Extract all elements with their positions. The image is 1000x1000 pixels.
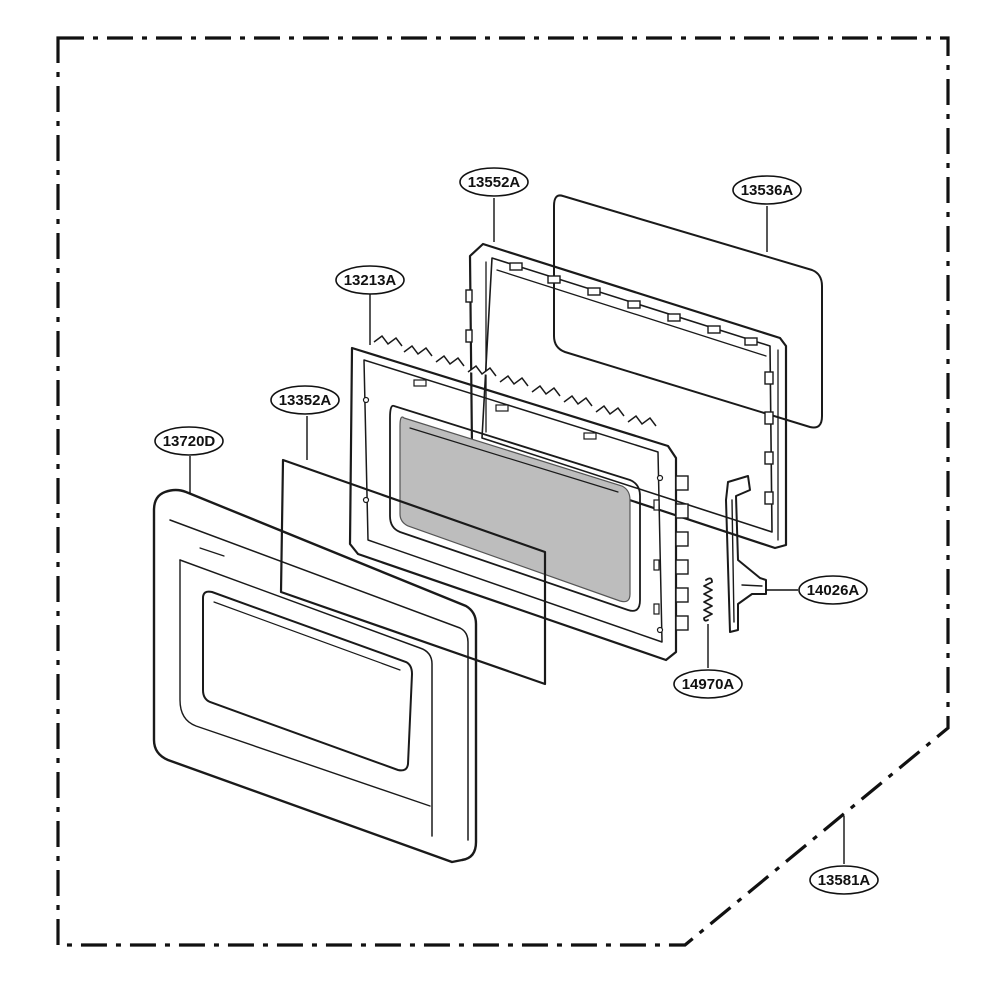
door-assembly-side-tabs: [675, 475, 689, 631]
part-label-13552A: 13552A: [459, 167, 529, 197]
door-assembly-slots: [362, 379, 664, 634]
svg-text:13536A: 13536A: [741, 182, 794, 199]
svg-text:13581A: 13581A: [818, 872, 871, 889]
svg-text:14970A: 14970A: [682, 676, 735, 693]
latch-part: [725, 475, 767, 633]
svg-text:14026A: 14026A: [807, 582, 860, 599]
door-assembly-top-teeth: [373, 334, 657, 427]
door-window-glass: [399, 416, 631, 603]
part-label-13352A: 13352A: [270, 385, 340, 415]
svg-text:13552A: 13552A: [468, 174, 521, 191]
part-label-14026A: 14026A: [798, 575, 868, 605]
assembly-boundary: [56, 36, 950, 947]
part-label-13213A: 13213A: [335, 265, 405, 295]
part-label-14970A: 14970A: [673, 669, 743, 699]
svg-text:13213A: 13213A: [344, 272, 397, 289]
part-label-13720D: 13720D: [154, 426, 224, 456]
door-screen-part: [553, 194, 823, 429]
door-frame-part: [152, 488, 478, 864]
choke-cover-tabs: [465, 262, 774, 505]
door-frame-window-opening: [202, 590, 414, 772]
door-assembly-part: [348, 334, 689, 662]
leader-lines: [189, 198, 845, 864]
part-label-13536A: 13536A: [732, 175, 802, 205]
choke-cover-part: [465, 242, 788, 550]
svg-text:13352A: 13352A: [279, 392, 332, 409]
spring-part: [703, 577, 713, 622]
door-panel-part: [279, 458, 547, 686]
part-label-13581A: 13581A: [809, 865, 879, 895]
svg-text:13720D: 13720D: [163, 433, 216, 450]
